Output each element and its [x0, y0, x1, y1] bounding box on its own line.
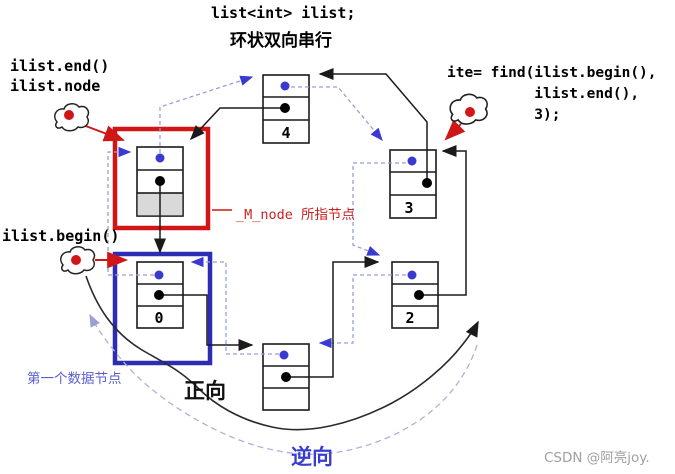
prev-link-empty-to-0	[190, 256, 279, 355]
title-code: list<int> ilist;	[211, 4, 356, 22]
next-link-4-to-sentinel	[189, 107, 283, 141]
next-link-empty-to-2	[288, 256, 380, 378]
prev-link-4-to-3	[291, 86, 383, 142]
title-subtitle: 环状双向串行	[230, 31, 332, 51]
prev-pointer-dot	[407, 270, 417, 280]
pointer-dots-and-values: 4 3 2 0	[154, 81, 432, 382]
iterator-red-dot	[64, 110, 74, 120]
prev-link-3-to-2	[352, 162, 406, 256]
prev-pointer-dot	[155, 153, 165, 163]
prev-link-0-to-sentinel	[107, 146, 154, 276]
begin-iterator-label: ilist.begin()	[2, 227, 120, 245]
first-data-node-label: 第一个数据节点	[27, 371, 122, 387]
next-link-2-to-3	[421, 145, 467, 296]
prev-link-sentinel-to-4	[159, 75, 254, 153]
iterator-red-dot	[465, 107, 475, 117]
mnode-annotation: _M_node 所指节点	[236, 207, 356, 223]
next-link-3-to-4	[318, 68, 428, 181]
next-pointer-dot	[280, 103, 290, 113]
begin-iterator-cloud	[60, 246, 96, 275]
reverse-direction-label: 逆向	[291, 445, 333, 469]
next-pointer-dot	[154, 290, 164, 300]
end-iterator-arrow	[82, 124, 125, 142]
blue-highlight-box	[112, 251, 213, 366]
prev-pointer-dot	[154, 270, 164, 280]
next-pointer-dot	[422, 178, 432, 188]
prev-pointer-dot	[280, 81, 290, 91]
ite-find-arrow	[444, 119, 466, 141]
next-link-0-to-empty	[161, 294, 254, 351]
next-pointer-dot	[414, 290, 424, 300]
next-pointer-dot	[155, 176, 165, 186]
prev-pointer-dot	[279, 350, 289, 360]
node-value: 3	[404, 199, 413, 217]
node-value: 2	[405, 309, 414, 327]
red-highlight-box	[112, 126, 211, 231]
ite-iterator-cloud	[449, 93, 488, 125]
prev-pointer-dot	[407, 156, 417, 166]
end-iterator-cloud	[54, 103, 90, 132]
forward-direction-curve	[85, 275, 479, 431]
prev-link-2-to-empty	[318, 274, 406, 349]
forward-direction-label: 正向	[184, 379, 226, 403]
iterator-red-dot	[71, 255, 81, 265]
end-iterator-label: ilist.end() ilist.node	[10, 57, 110, 95]
find-call-code: ite= find(ilist.begin(), ilist.end(), 3)…	[447, 65, 657, 123]
node-value: 0	[154, 309, 163, 327]
watermark: CSDN @阿亮joy.	[544, 450, 650, 466]
next-pointer-dot	[281, 372, 291, 382]
node-value: 4	[281, 124, 290, 142]
